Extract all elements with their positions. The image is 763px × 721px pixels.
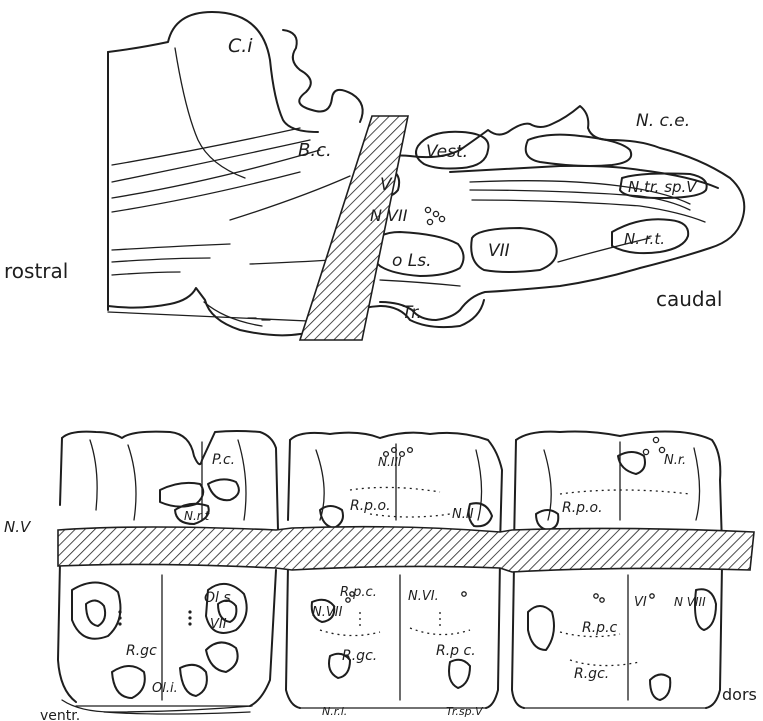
- label-mid-rgc: R.gc.: [342, 648, 377, 664]
- label-left-oli: Ol.i.: [152, 681, 178, 696]
- label-vest: Vest.: [426, 142, 468, 162]
- label-nvi: N.VI.: [408, 589, 439, 604]
- sagittal-section-diagram: [108, 12, 744, 340]
- transverse-block-left: [58, 431, 278, 714]
- label-nii: N.II: [452, 507, 474, 522]
- label-right-rgc: R.gc.: [574, 666, 609, 682]
- label-nvii: N VII: [370, 206, 408, 225]
- label-mid-rpo: R.p.o.: [350, 498, 391, 514]
- label-niii: N.III: [378, 455, 402, 469]
- label-left-nrt: N.r.t: [184, 509, 210, 523]
- label-nrl: N.r.l.: [322, 705, 347, 718]
- label-trspv: Tr.sp.V: [446, 705, 484, 718]
- ventr-label: ventr.: [40, 708, 80, 721]
- label-mid-nvii: N.VII: [312, 605, 343, 620]
- label-tr: Tr.: [402, 303, 422, 323]
- label-pc: P.c.: [212, 452, 235, 468]
- label-v: V: [380, 175, 393, 195]
- label-mid-rpc1: R.p.c.: [340, 585, 377, 600]
- label-nv: N.V: [4, 518, 32, 536]
- label-ci: C.i: [228, 35, 253, 57]
- transverse-cut-band: [58, 527, 754, 572]
- label-mid-rpc2: R.p c.: [436, 643, 476, 659]
- label-left-vii: VII: [210, 617, 227, 632]
- label-left-ols: Ol s: [204, 590, 231, 606]
- label-left-rgc: R.gc: [126, 643, 157, 659]
- label-bc: B.c.: [298, 140, 332, 161]
- label-nrt: N. r.t.: [624, 230, 665, 248]
- label-ols: o Ls.: [392, 251, 432, 271]
- label-right-rpc: R.p.c: [582, 620, 618, 636]
- dors-label: dors: [722, 685, 757, 704]
- label-right-rpo: R.p.o.: [562, 500, 603, 516]
- caudal-label: caudal: [656, 287, 722, 311]
- transverse-block-middle: [286, 433, 502, 708]
- label-nce: N. c.e.: [636, 111, 690, 131]
- label-right-vi: VI: [634, 595, 647, 610]
- label-nr: N.r.: [664, 453, 686, 468]
- label-nviii: N VIII: [674, 595, 706, 609]
- label-vii: VII: [488, 241, 510, 261]
- label-ntrspv: N.tr. sp.V: [628, 178, 698, 196]
- rostral-label: rostral: [4, 259, 68, 283]
- left-block-labels: N.V P.c. N.r.t Ol s VII R.gc Ol.i. ventr…: [4, 452, 235, 721]
